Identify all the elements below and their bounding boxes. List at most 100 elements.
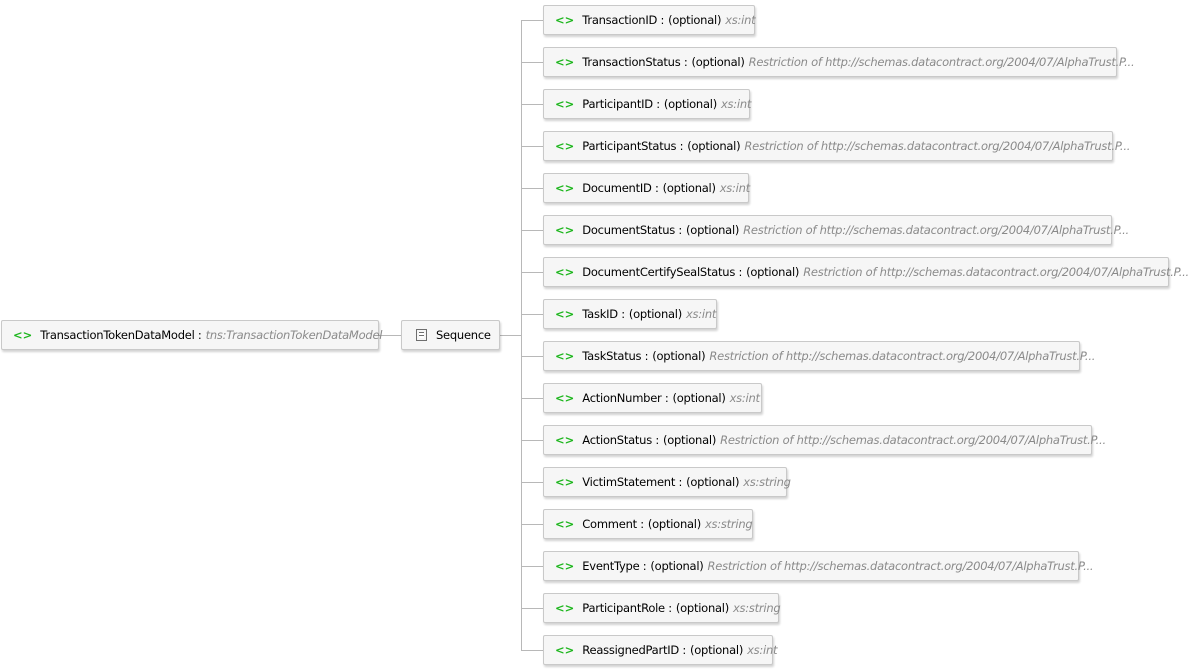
element-type: Restriction of http://schemas.datacontra… [744,139,1131,153]
branch-connector [521,608,543,609]
element-name: TaskStatus : [582,349,649,363]
element-node-participant-status[interactable]: <> ParticipantStatus : (optional) Restri… [543,131,1130,161]
sequence-label: Sequence [436,328,491,342]
element-icon: <> [555,223,575,237]
element-icon: <> [555,433,575,447]
element-icon: <> [555,13,575,27]
element-type: Restriction of http://schemas.datacontra… [720,433,1106,447]
element-name: Comment : [582,517,644,531]
element-type: xs:int [725,13,756,27]
element-optional: (optional) [746,265,800,279]
element-optional: (optional) [662,433,717,447]
element-optional: (optional) [691,55,745,69]
element-type: Restriction of http://schemas.datacontra… [707,559,1094,573]
element-optional: (optional) [647,517,701,531]
element-node-action-status[interactable]: <> ActionStatus : (optional) Restriction… [543,425,1106,455]
element-node-participant-id[interactable]: <> ParticipantID : (optional) xs:int [543,89,752,119]
branch-connector [521,104,543,105]
element-type: xs:string [705,517,753,531]
element-node-participant-role[interactable]: <> ParticipantRole : (optional) xs:strin… [543,593,781,623]
root-element-node[interactable]: <> TransactionTokenDataModel : tns:Trans… [1,320,382,350]
element-name: ParticipantID : [582,97,660,111]
root-element-name: TransactionTokenDataModel : [40,328,202,342]
element-name: ReassignedPartID : [582,643,686,657]
element-optional: (optional) [628,307,682,321]
branch-connector [521,440,543,441]
branch-connector [521,230,543,231]
branch-connector [521,566,543,567]
sequence-trunk-line [521,20,522,651]
sequence-node[interactable]: Sequence [401,320,500,350]
element-node-comment[interactable]: <> Comment : (optional) xs:string [543,509,753,539]
element-node-task-id[interactable]: <> TaskID : (optional) xs:int [543,299,717,329]
branch-connector [521,188,543,189]
element-type: Restriction of http://schemas.datacontra… [709,349,1096,363]
element-icon: <> [555,265,575,279]
element-icon: <> [555,475,575,489]
element-type: xs:int [747,643,778,657]
branch-connector [521,482,543,483]
element-icon: <> [555,97,575,111]
element-name: TransactionID : [582,13,665,27]
branch-connector [521,650,543,651]
element-name: DocumentID : [582,181,659,195]
element-type: Restriction of http://schemas.datacontra… [803,265,1189,279]
branch-connector [521,356,543,357]
element-type: Restriction of http://schemas.datacontra… [743,223,1129,237]
element-node-transaction-id[interactable]: <> TransactionID : (optional) xs:int [543,5,756,35]
element-icon: <> [555,139,575,153]
element-icon: <> [555,517,575,531]
element-name: ParticipantRole : [582,601,672,615]
element-name: ActionNumber : [582,391,669,405]
element-optional: (optional) [675,601,729,615]
element-icon: <> [13,328,33,342]
element-node-event-type[interactable]: <> EventType : (optional) Restriction of… [543,551,1094,581]
element-name: DocumentStatus : [582,223,683,237]
element-type: xs:int [685,307,717,321]
branch-connector [521,146,543,147]
element-icon: <> [555,601,575,615]
element-node-action-number[interactable]: <> ActionNumber : (optional) xs:int [543,383,762,413]
element-icon: <> [555,349,575,363]
element-optional: (optional) [686,223,740,237]
element-optional: (optional) [668,13,722,27]
element-node-reassigned-part-id[interactable]: <> ReassignedPartID : (optional) xs:int [543,635,778,665]
element-type: xs:int [719,181,750,195]
element-type: xs:string [733,601,781,615]
sequence-to-trunk-connector [500,335,521,336]
element-node-document-id[interactable]: <> DocumentID : (optional) xs:int [543,173,750,203]
element-icon: <> [555,181,575,195]
element-icon: <> [555,307,575,321]
element-icon: <> [555,643,575,657]
element-name: TaskID : [582,307,625,321]
element-optional: (optional) [650,559,704,573]
element-optional: (optional) [663,97,717,111]
element-optional: (optional) [662,181,716,195]
element-type: xs:int [729,391,760,405]
element-icon: <> [555,55,575,69]
element-node-document-certify-seal-status[interactable]: <> DocumentCertifySealStatus : (optional… [543,257,1189,287]
element-name: EventType : [582,559,647,573]
element-node-victim-statement[interactable]: <> VictimStatement : (optional) xs:strin… [543,467,791,497]
element-name: ActionStatus : [582,433,659,447]
element-optional: (optional) [652,349,706,363]
sequence-icon [416,329,427,341]
branch-connector [521,272,543,273]
branch-connector [521,20,543,21]
element-optional: (optional) [690,643,744,657]
element-name: VictimStatement : [582,475,683,489]
element-node-task-status[interactable]: <> TaskStatus : (optional) Restriction o… [543,341,1095,371]
element-optional: (optional) [687,139,741,153]
element-node-transaction-status[interactable]: <> TransactionStatus : (optional) Restri… [543,47,1135,77]
element-icon: <> [555,559,575,573]
element-node-document-status[interactable]: <> DocumentStatus : (optional) Restricti… [543,215,1129,245]
element-optional: (optional) [686,475,740,489]
root-to-sequence-connector [379,335,401,336]
element-type: Restriction of http://schemas.datacontra… [748,55,1135,69]
element-type: xs:int [720,97,752,111]
branch-connector [521,314,543,315]
element-name: TransactionStatus : [582,55,688,69]
branch-connector [521,524,543,525]
element-optional: (optional) [672,391,726,405]
branch-connector [521,62,543,63]
